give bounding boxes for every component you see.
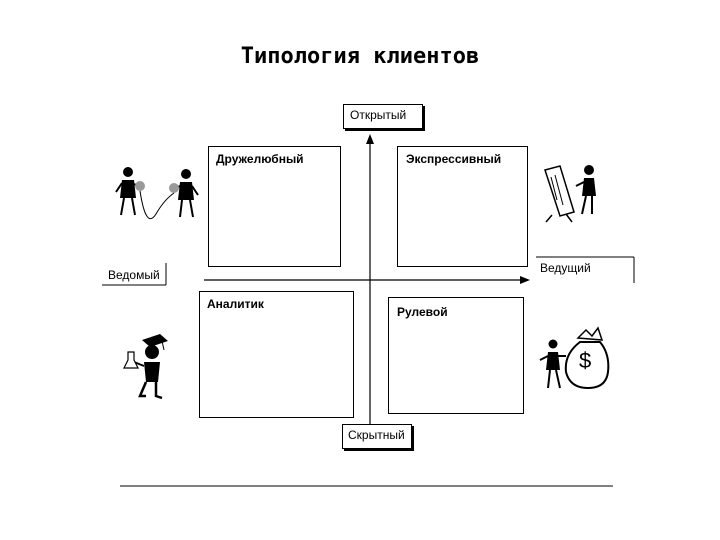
quadrant-box-bottom-right: Рулевой: [388, 297, 524, 414]
axis-label-bottom: Скрытный: [348, 428, 405, 442]
dollar-sign-text: $: [579, 348, 592, 373]
quadrant-label-bottom-right: Рулевой: [397, 305, 448, 319]
quadrant-box-top-right: Экспрессивный: [397, 146, 528, 267]
axis-box-bottom: Скрытный: [342, 424, 412, 449]
quadrant-label-top-right: Экспрессивный: [406, 152, 502, 166]
quadrant-label-top-left: Дружелюбный: [216, 152, 304, 166]
quadrant-box-top-left: Дружелюбный: [208, 146, 341, 267]
quadrant-box-bottom-left: Аналитик: [199, 291, 354, 418]
axis-label-left: Ведомый: [108, 268, 160, 282]
quadrant-label-bottom-left: Аналитик: [207, 297, 264, 311]
page-title: Типология клиентов: [240, 44, 480, 69]
axis-box-top: Открытый: [343, 104, 423, 129]
horizontal-axis-arrow: [520, 276, 530, 284]
axis-label-top: Открытый: [350, 108, 407, 122]
axis-label-right: Ведущий: [540, 261, 591, 275]
vertical-axis-arrow: [366, 134, 374, 144]
